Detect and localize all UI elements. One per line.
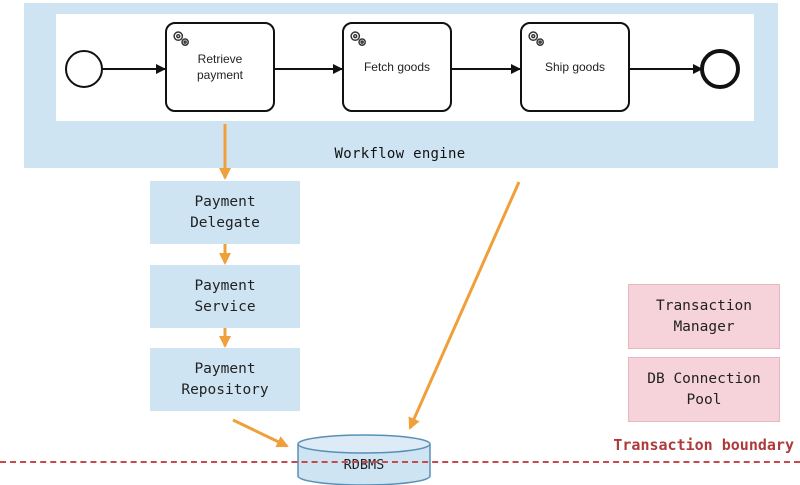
end-event-icon[interactable]	[700, 49, 740, 89]
arrow-engine-to-rdbms	[408, 181, 521, 430]
task-retrieve-payment[interactable]: Retrieve payment	[165, 22, 275, 112]
gear-icon	[350, 31, 366, 46]
arrow-repository-to-rdbms	[232, 418, 289, 448]
task-label: Fetch goods	[363, 60, 431, 74]
task-ship-goods[interactable]: Ship goods	[520, 22, 630, 112]
db-connection-pool-box[interactable]: DB Connection Pool	[628, 357, 780, 422]
start-event-icon[interactable]	[65, 50, 103, 88]
gear-icon	[173, 31, 189, 46]
transaction-boundary-line	[0, 461, 800, 463]
transaction-manager-box[interactable]: Transaction Manager	[628, 284, 780, 349]
task-label: Retrieve payment	[196, 52, 244, 82]
payment-repository-box[interactable]: Payment Repository	[150, 348, 300, 411]
payment-delegate-box[interactable]: Payment Delegate	[150, 181, 300, 244]
database-icon[interactable]	[297, 434, 431, 485]
transaction-boundary-label: Transaction boundary	[613, 436, 794, 454]
workflow-engine-label: Workflow engine	[334, 146, 466, 162]
gear-icon	[528, 31, 544, 46]
rdbms-label: RDBMS	[343, 457, 385, 473]
task-fetch-goods[interactable]: Fetch goods	[342, 22, 452, 112]
payment-service-box[interactable]: Payment Service	[150, 265, 300, 328]
task-label: Ship goods	[544, 60, 606, 74]
